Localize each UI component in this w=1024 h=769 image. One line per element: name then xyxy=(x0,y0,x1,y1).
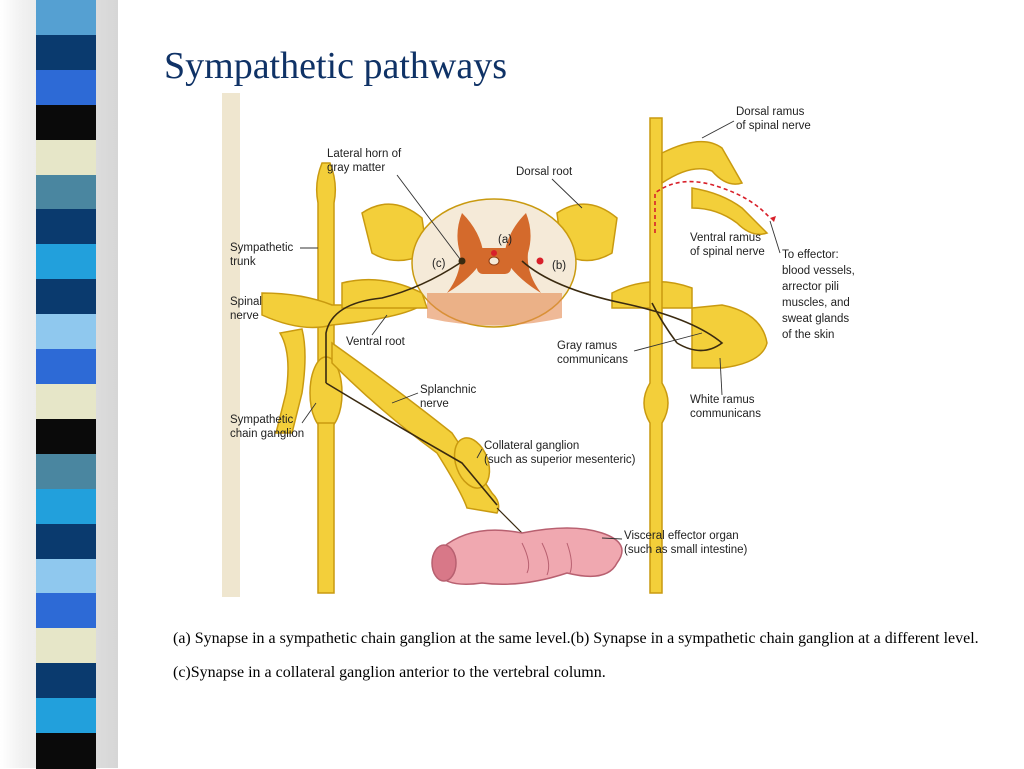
stripe-block xyxy=(36,384,96,420)
pointer-splanchnic xyxy=(391,392,419,404)
label-lateral-horn-2: gray matter xyxy=(327,162,385,174)
synapse-a-dot xyxy=(491,250,497,256)
label-collateral-1: Collateral ganglion xyxy=(484,440,579,452)
stripe-block xyxy=(36,733,96,769)
label-dorsal-root: Dorsal root xyxy=(516,166,573,178)
stripe-block xyxy=(36,34,96,71)
label-ventral-root: Ventral root xyxy=(346,336,406,348)
stripe-block xyxy=(36,174,96,211)
label-visceral-1: Visceral effector organ xyxy=(624,530,739,542)
pointer-to-effector xyxy=(769,220,781,254)
spinal-cord xyxy=(411,198,577,328)
figure-caption: (a) Synapse in a sympathetic chain gangl… xyxy=(173,630,979,681)
label-collateral-2: (such as superior mesenteric) xyxy=(484,454,636,466)
label-chain-ganglion-1: Sympathetic xyxy=(230,414,294,426)
label-chain-ganglion-2: chain ganglion xyxy=(230,428,304,440)
splanchnic-nerve xyxy=(331,341,500,514)
stripe-block xyxy=(36,209,96,246)
label-to-effector-2: blood vessels, xyxy=(782,265,855,277)
pointer-collateral xyxy=(476,448,483,459)
stripe-block xyxy=(36,558,96,595)
stripe-block xyxy=(36,279,96,316)
label-ventral-ramus-1: Ventral ramus xyxy=(690,232,761,244)
stripe-block xyxy=(36,314,96,351)
label-white-ramus-1: White ramus xyxy=(690,394,755,406)
effector-arrow xyxy=(770,216,776,222)
pointer-white-ramus xyxy=(719,357,723,396)
stripe-block xyxy=(36,139,96,176)
pointer-lateral-horn xyxy=(396,174,461,260)
stripe-block xyxy=(36,244,96,281)
slide-title: Sympathetic pathways xyxy=(164,45,507,87)
label-synapse-c: (c) xyxy=(432,258,446,270)
stripe-block xyxy=(36,698,96,735)
label-dorsal-ramus-2: of spinal nerve xyxy=(736,120,811,132)
label-white-ramus-2: communicans xyxy=(690,408,761,420)
right-spinal-nerve xyxy=(643,117,769,594)
label-synapse-a: (a) xyxy=(498,234,512,246)
synapse-b-dot xyxy=(536,257,544,265)
label-synapse-b: (b) xyxy=(552,260,566,272)
stripe-block xyxy=(36,349,96,385)
decorative-stripe-bar xyxy=(0,0,118,769)
small-intestine xyxy=(431,527,623,585)
sympathetic-pathways-diagram: Lateral horn of gray matter Dorsal root … xyxy=(222,93,874,597)
nerve-fibers xyxy=(325,260,724,506)
label-to-effector-6: of the skin xyxy=(782,329,834,341)
label-sympathetic-trunk-1: Sympathetic xyxy=(230,242,294,254)
pointer-ventral-root xyxy=(371,314,388,336)
label-visceral-2: (such as small intestine) xyxy=(624,544,748,556)
pointer-dorsal-ramus xyxy=(701,120,735,139)
label-sympathetic-trunk-2: trunk xyxy=(230,256,256,268)
label-gray-ramus-1: Gray ramus xyxy=(557,340,617,352)
stripe-block xyxy=(36,663,96,700)
label-splanchnic-2: nerve xyxy=(420,398,449,410)
stripe-block xyxy=(36,104,96,141)
stripe-block xyxy=(36,0,96,36)
label-gray-ramus-2: communicans xyxy=(557,354,628,366)
label-to-effector-1: To effector: xyxy=(782,249,839,261)
stripe-block xyxy=(36,523,96,560)
stripe-block xyxy=(36,418,96,455)
label-ventral-ramus-2: of spinal nerve xyxy=(690,246,765,258)
label-splanchnic-1: Splanchnic xyxy=(420,384,477,396)
figure-edge xyxy=(222,93,240,597)
preganglionic-red-fibers xyxy=(654,180,771,233)
pointer-chain-ganglion xyxy=(301,402,317,424)
stripe-block xyxy=(36,593,96,630)
stripe-block xyxy=(36,488,96,525)
pointer-dorsal-root xyxy=(551,178,583,209)
pointer-visceral xyxy=(601,537,623,540)
stripe-block xyxy=(36,628,96,665)
synapse-c-dot xyxy=(458,257,466,265)
label-to-effector-4: muscles, and xyxy=(782,297,850,309)
label-lateral-horn-1: Lateral horn of xyxy=(327,148,402,160)
pointer-gray-ramus xyxy=(633,332,703,352)
label-dorsal-ramus-1: Dorsal ramus xyxy=(736,106,805,118)
label-spinal-nerve-1: Spinal xyxy=(230,296,262,308)
label-to-effector-3: arrector pili xyxy=(782,281,839,293)
diagram-labels: Lateral horn of gray matter Dorsal root … xyxy=(230,106,855,556)
stripe-block xyxy=(36,69,96,106)
label-to-effector-5: sweat glands xyxy=(782,313,849,325)
stripe-block xyxy=(36,453,96,490)
label-spinal-nerve-2: nerve xyxy=(230,310,259,322)
